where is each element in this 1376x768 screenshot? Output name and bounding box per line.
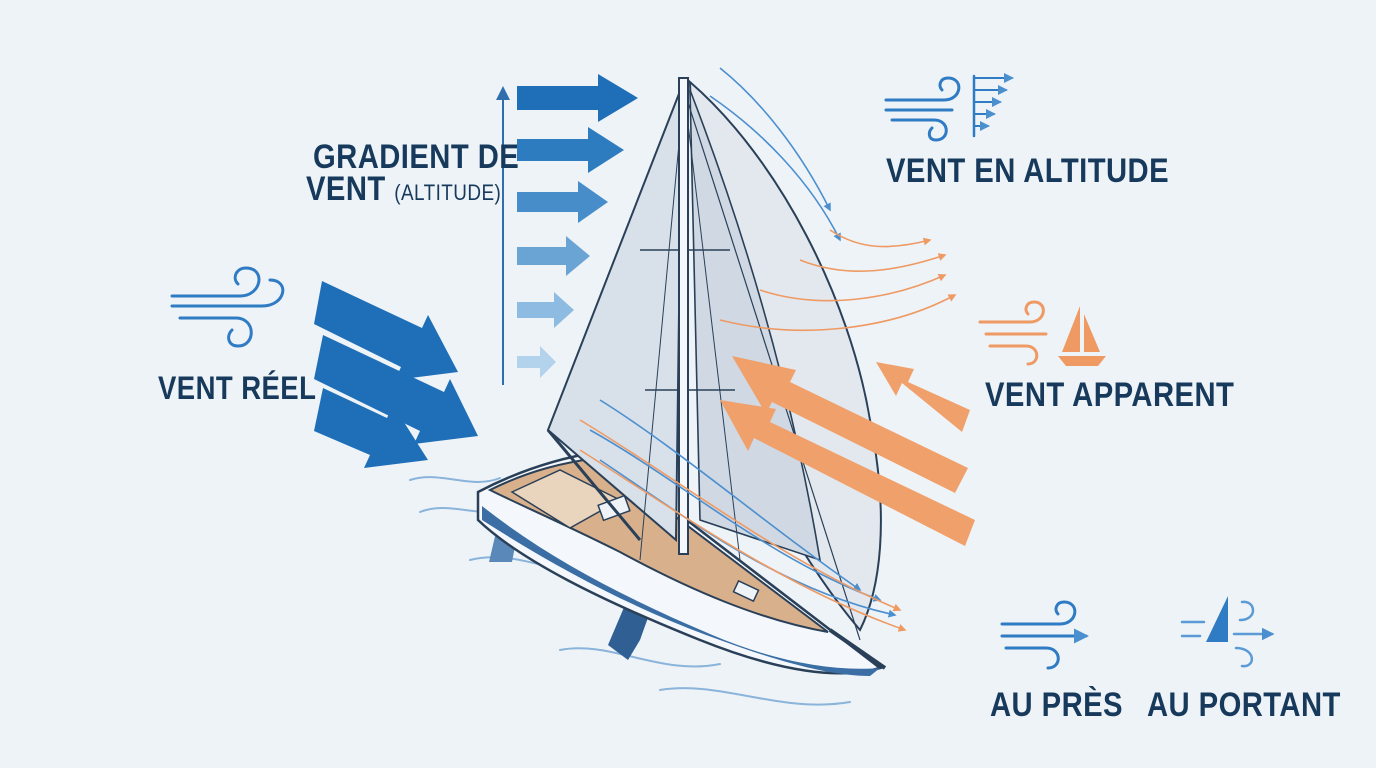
gradient-label-line1: GRADIENT DE <box>313 138 520 176</box>
gradient-label-line2: VENT (ALTITUDE) <box>306 170 501 209</box>
apparent-wind-arrows <box>720 356 975 546</box>
mast <box>678 77 689 555</box>
true-wind-arrow-1 <box>314 281 458 380</box>
boom <box>546 429 642 541</box>
keel <box>608 605 650 660</box>
apparent-wind-arrow-3 <box>720 400 975 546</box>
gradient-arrow-6 <box>517 346 556 378</box>
shroud-left <box>639 89 685 561</box>
apparent-wind-label: VENT APPARENT <box>985 376 1235 414</box>
downwind-label: AU PORTANT <box>1147 686 1341 724</box>
bow-pulpit <box>828 628 887 670</box>
wind-arrow-icon <box>1000 600 1089 670</box>
gradient-arrow-2 <box>517 127 624 173</box>
true-wind-label: VENT RÉEL <box>158 370 317 406</box>
wind-gradient-icon <box>884 73 1014 142</box>
gradient-arrow-4 <box>517 236 590 276</box>
apparent-wind-arrow-1 <box>732 356 968 493</box>
true-wind-arrow-2 <box>314 335 478 444</box>
wind-gust-icon <box>170 266 285 348</box>
wind-gradient-arrows <box>496 74 638 385</box>
airflow-orange-lines <box>579 229 957 632</box>
shroud-right <box>683 89 741 561</box>
true-wind-arrows <box>314 281 478 468</box>
altitude-wind-label: VENT EN ALTITUDE <box>886 152 1170 190</box>
sail-wind-icon <box>1180 596 1275 668</box>
gradient-arrow-1 <box>517 74 638 122</box>
gradient-label-small: (ALTITUDE) <box>394 180 502 205</box>
gradient-arrow-3 <box>517 181 608 223</box>
altitude-axis-arrowhead <box>496 86 510 100</box>
close-hauled-label: AU PRÈS <box>990 686 1123 724</box>
true-wind-arrow-3 <box>314 388 428 468</box>
gradient-arrow-5 <box>517 292 574 328</box>
gradient-label-main: VENT <box>306 170 386 208</box>
sailboat <box>476 77 887 676</box>
apparent-wind-arrow-2 <box>876 362 970 432</box>
forward-hatch <box>732 579 760 603</box>
wind-sailboat-icon <box>978 300 1106 366</box>
